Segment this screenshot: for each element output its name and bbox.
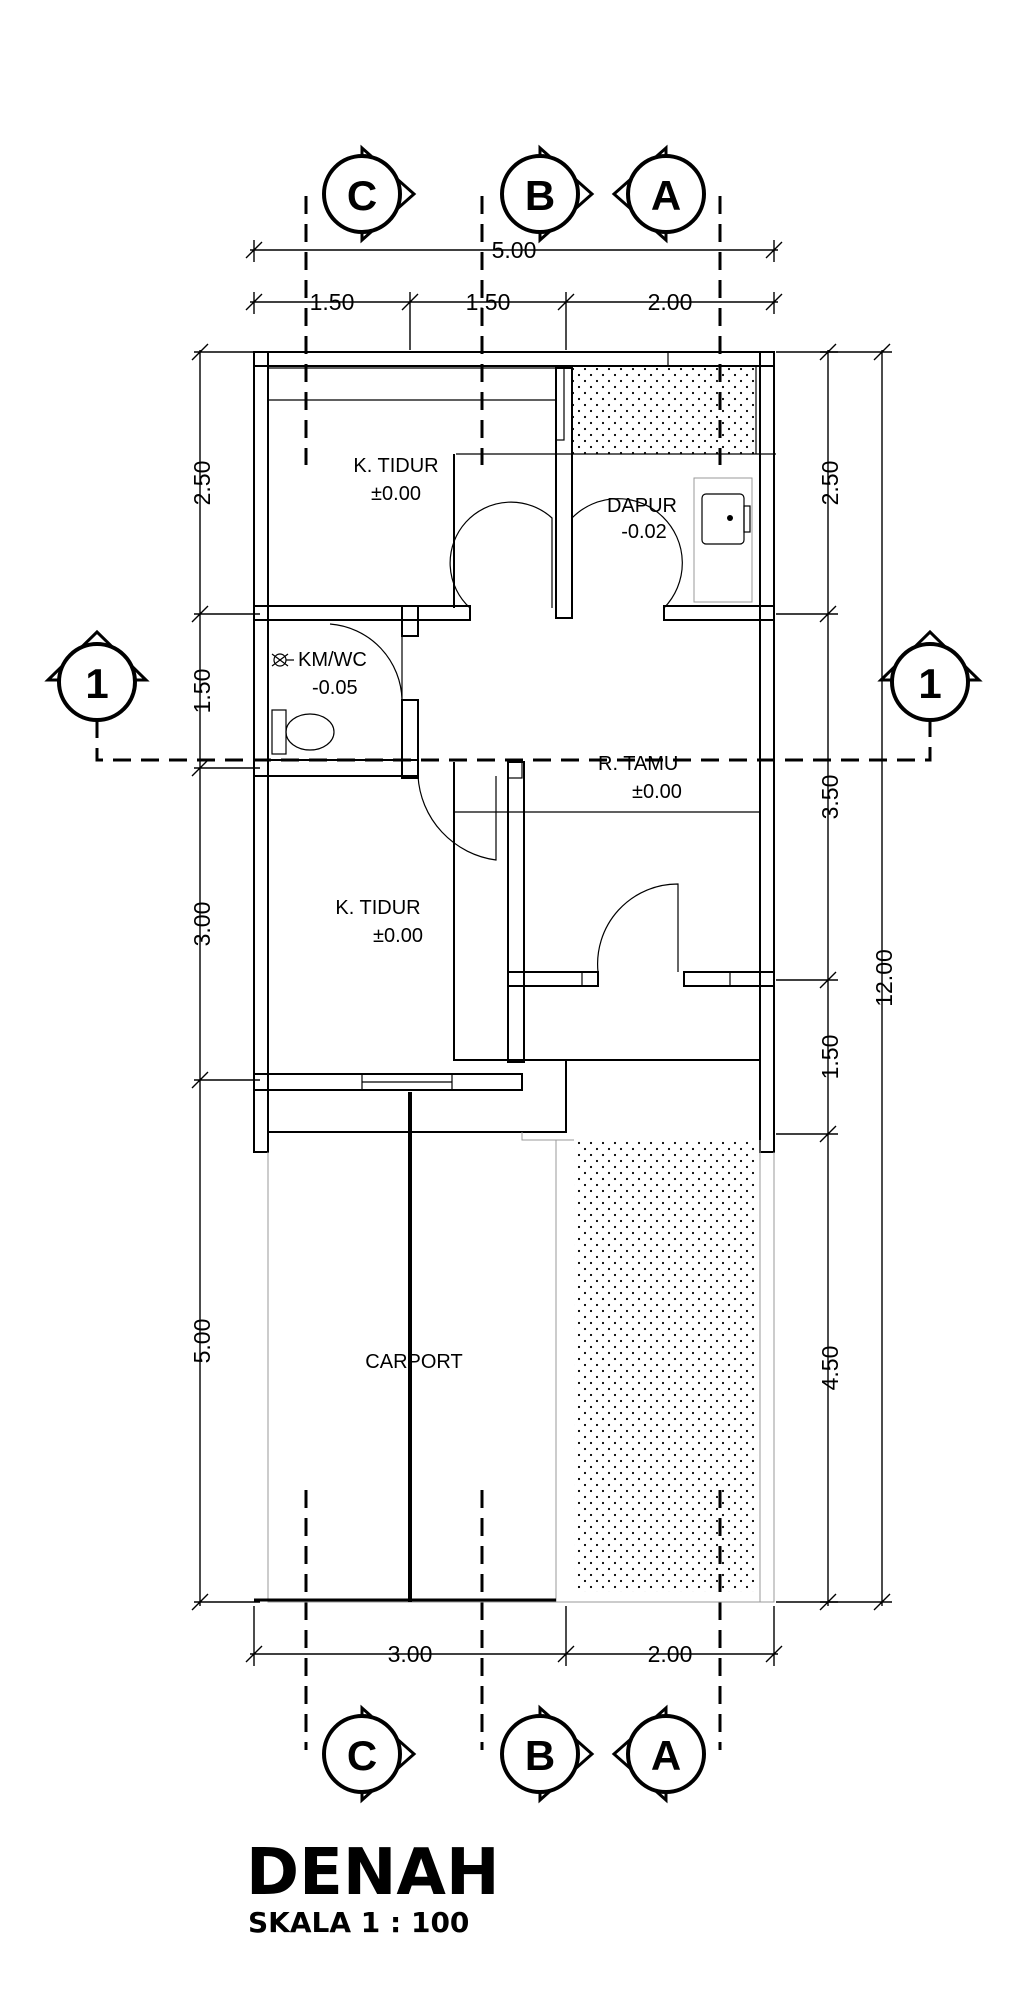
dimension-labels: 5.00 1.50 1.50 2.00 2.50 1.50 3.00 5.00 … <box>189 237 897 1667</box>
section-marker-a-bottom: A <box>611 1704 706 1804</box>
dim-right-1: 2.50 <box>817 461 843 506</box>
dim-top-3: 2.00 <box>648 289 693 315</box>
dim-right-2: 3.50 <box>817 775 843 820</box>
room-name-carport: CARPORT <box>365 1351 462 1373</box>
dim-left-2: 1.50 <box>189 669 215 714</box>
section-marker-c-bottom: C <box>322 1704 417 1804</box>
room-level-living: ±0.00 <box>632 781 682 803</box>
section-label-c-top: C <box>347 172 377 219</box>
dim-bottom-2: 2.00 <box>648 1641 693 1667</box>
room-name-bathroom: KM/WC <box>298 649 367 671</box>
dim-right-4: 4.50 <box>817 1346 843 1391</box>
dim-bottom-1: 3.00 <box>388 1641 433 1667</box>
garden-hatch <box>574 1140 758 1592</box>
drawing-title: DENAH <box>246 1836 500 1910</box>
bedroom-top-door <box>449 501 553 609</box>
dim-left-3: 3.00 <box>189 902 215 947</box>
section-marker-b-top: B <box>500 144 595 244</box>
dim-top-1: 1.50 <box>310 289 355 315</box>
living-door <box>597 883 679 973</box>
room-labels: K. TIDUR ±0.00 DAPUR -0.02 KM/WC -0.05 R… <box>298 455 682 1373</box>
kitchen-counter-hatch <box>572 368 756 454</box>
room-name-bedroom-top: K. TIDUR <box>353 455 438 477</box>
dim-right-3: 1.50 <box>817 1035 843 1080</box>
bathroom-door <box>329 623 403 701</box>
fixtures <box>271 477 753 755</box>
drawing-scale: SKALA 1 : 100 <box>248 1906 469 1939</box>
room-name-bedroom-bottom: K. TIDUR <box>335 897 420 919</box>
section-label-a-top: A <box>651 172 681 219</box>
room-level-kitchen: -0.02 <box>621 521 667 543</box>
section-marker-1-left: 1 <box>44 629 150 722</box>
section-label-c-bottom: C <box>347 1732 377 1779</box>
section-label-a-bottom: A <box>651 1732 681 1779</box>
kitchen-door <box>571 498 683 609</box>
section-markers: C B A C B A <box>44 144 983 1804</box>
title-block: DENAH SKALA 1 : 100 <box>246 1836 500 1939</box>
dim-top-total: 5.00 <box>492 237 537 263</box>
section-marker-b-bottom: B <box>500 1704 595 1804</box>
section-label-1-left: 1 <box>85 660 108 707</box>
dim-top-2: 1.50 <box>466 289 511 315</box>
walls <box>253 351 776 1603</box>
room-name-living: R. TAMU <box>598 753 678 775</box>
room-level-bedroom-bottom: ±0.00 <box>373 925 423 947</box>
kitchen-sink-counter <box>693 477 753 603</box>
section-label-1-right: 1 <box>918 660 941 707</box>
room-level-bedroom-top: ±0.00 <box>371 483 421 505</box>
section-label-b-bottom: B <box>525 1732 555 1779</box>
sink-icon <box>701 493 745 545</box>
section-marker-1-right: 1 <box>877 629 983 722</box>
section-label-b-top: B <box>525 172 555 219</box>
room-level-bathroom: -0.05 <box>312 677 358 699</box>
toilet-icon <box>271 709 287 755</box>
dim-right-total: 12.00 <box>871 949 897 1007</box>
dimension-lines <box>191 240 892 1666</box>
room-name-kitchen: DAPUR <box>607 495 677 517</box>
doors <box>329 498 683 973</box>
section-marker-c-top: C <box>322 144 417 244</box>
dim-left-1: 2.50 <box>189 461 215 506</box>
dim-left-4: 5.00 <box>189 1319 215 1364</box>
bedroom-bottom-door <box>417 775 497 861</box>
section-marker-a-top: A <box>611 144 706 244</box>
section-line-1 <box>95 720 932 762</box>
